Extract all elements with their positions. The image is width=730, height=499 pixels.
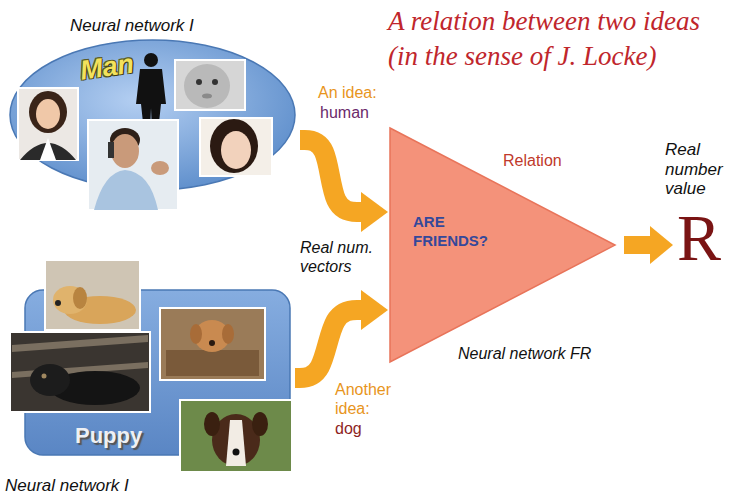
face: [36, 99, 60, 129]
eye: [196, 79, 202, 85]
relation-triangle: RelationARE FRIENDS? Neural network FR: [388, 125, 623, 370]
idea-word: Puppy: [75, 423, 142, 449]
dog-ear: [204, 412, 220, 436]
dog-nose: [233, 449, 240, 456]
idea-name: dog: [335, 420, 362, 438]
vector-note: Real num. vectors: [300, 238, 380, 276]
output-label: Real number value: [665, 140, 727, 199]
edge-label: Another idea:: [335, 380, 399, 418]
head: [144, 53, 158, 67]
panel-outline: [25, 290, 290, 455]
idea-arrow: [300, 140, 388, 232]
arrow-body: [624, 236, 652, 254]
face: [111, 134, 139, 168]
idea-name: human: [320, 104, 369, 122]
hair: [29, 91, 67, 133]
network-heading: Neural network I: [5, 476, 129, 496]
dog-nose: [55, 300, 61, 306]
relation-question: ARE FRIENDS?: [413, 213, 493, 251]
dog-blaze: [226, 420, 246, 466]
edge-label: An idea:: [318, 84, 377, 102]
dog-ear: [190, 324, 202, 344]
mouth: [202, 94, 212, 99]
eye: [212, 79, 218, 85]
arrow-head: [361, 290, 388, 330]
crate: [166, 350, 259, 376]
photo-frame: [18, 88, 78, 160]
real-symbol: R: [677, 205, 721, 271]
dog-photo: [10, 332, 150, 412]
dog-ear: [222, 324, 234, 344]
face: [184, 64, 230, 108]
photo-frame: [45, 260, 140, 330]
idea-arrow: [295, 290, 388, 378]
arrow-body: [295, 310, 362, 378]
hand: [151, 161, 169, 175]
light-stripes: [12, 335, 148, 378]
dog-photo: [160, 308, 265, 380]
dog-nose: [209, 340, 215, 346]
arrow-head: [361, 192, 388, 232]
dog-ear: [252, 412, 268, 436]
network-heading: Neural network FR: [458, 345, 591, 363]
face: [221, 131, 251, 169]
dog-head: [53, 286, 87, 314]
dog-head: [30, 364, 70, 396]
photo-frame: [200, 118, 272, 176]
hair: [210, 119, 258, 173]
dog-ear: [73, 287, 87, 309]
shirt: [94, 170, 158, 210]
relation-label: Relation: [503, 152, 562, 170]
photo-frame: [10, 332, 150, 412]
ellipse-outline: [10, 40, 295, 190]
output-arrow: [624, 226, 673, 264]
photo-frame: [160, 308, 265, 380]
network-heading: Neural network I: [70, 16, 194, 36]
photo-frame: [175, 60, 245, 110]
baby-photo: [175, 60, 245, 110]
dog-photo: [45, 260, 140, 330]
arrow-head: [650, 226, 673, 264]
photo-frame: [88, 120, 178, 210]
diagram-title: A relation between two ideas (in the sen…: [388, 4, 723, 74]
arrow-body: [300, 140, 362, 212]
shirt: [40, 138, 56, 160]
photo-frame: [180, 400, 292, 472]
woman-photo: [200, 118, 272, 176]
man-photo: [88, 120, 178, 210]
triangle-outline: [390, 128, 615, 362]
woman-photo: [18, 88, 78, 160]
phone: [108, 142, 114, 158]
dog-photo: [180, 400, 292, 472]
dog-eye: [42, 374, 47, 379]
